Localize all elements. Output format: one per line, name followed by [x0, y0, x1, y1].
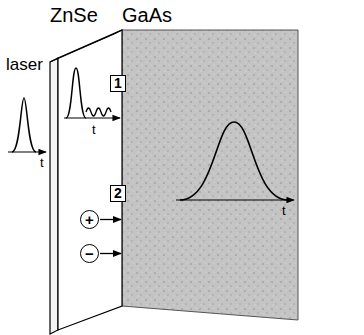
emission-time-axis: [64, 117, 120, 118]
gaas-pulse: [180, 122, 288, 200]
time-axis-label: t: [92, 123, 96, 137]
source-label: laser: [6, 56, 43, 75]
gaas-substrate: GaAs: [122, 0, 302, 335]
emission-pulse: [66, 68, 86, 118]
znse-layer: ZnSe 1 2 + −: [48, 0, 124, 335]
gaas-slab: [122, 30, 298, 320]
laser-pulse: [12, 98, 36, 152]
time-axis-label: t: [282, 204, 286, 218]
callout-box: 1: [110, 75, 126, 92]
znse-side-face: [50, 58, 58, 334]
callout-box: 2: [110, 185, 126, 202]
charge-circle: −: [80, 244, 99, 263]
material-heading: GaAs: [122, 4, 172, 26]
material-heading: ZnSe: [50, 4, 98, 26]
charge-circle: +: [80, 210, 99, 229]
charge-sign: +: [85, 212, 94, 227]
callout-number: 2: [114, 186, 122, 201]
callout-number: 1: [114, 76, 122, 91]
carrier-arrow: [100, 219, 121, 220]
znse-top-edge: [50, 30, 122, 62]
time-axis-label: t: [40, 156, 44, 170]
gaas-time-axis: [176, 199, 294, 200]
charge-sign: −: [85, 246, 94, 261]
emission-oscillation: [86, 108, 111, 116]
carrier-arrow: [100, 253, 121, 254]
